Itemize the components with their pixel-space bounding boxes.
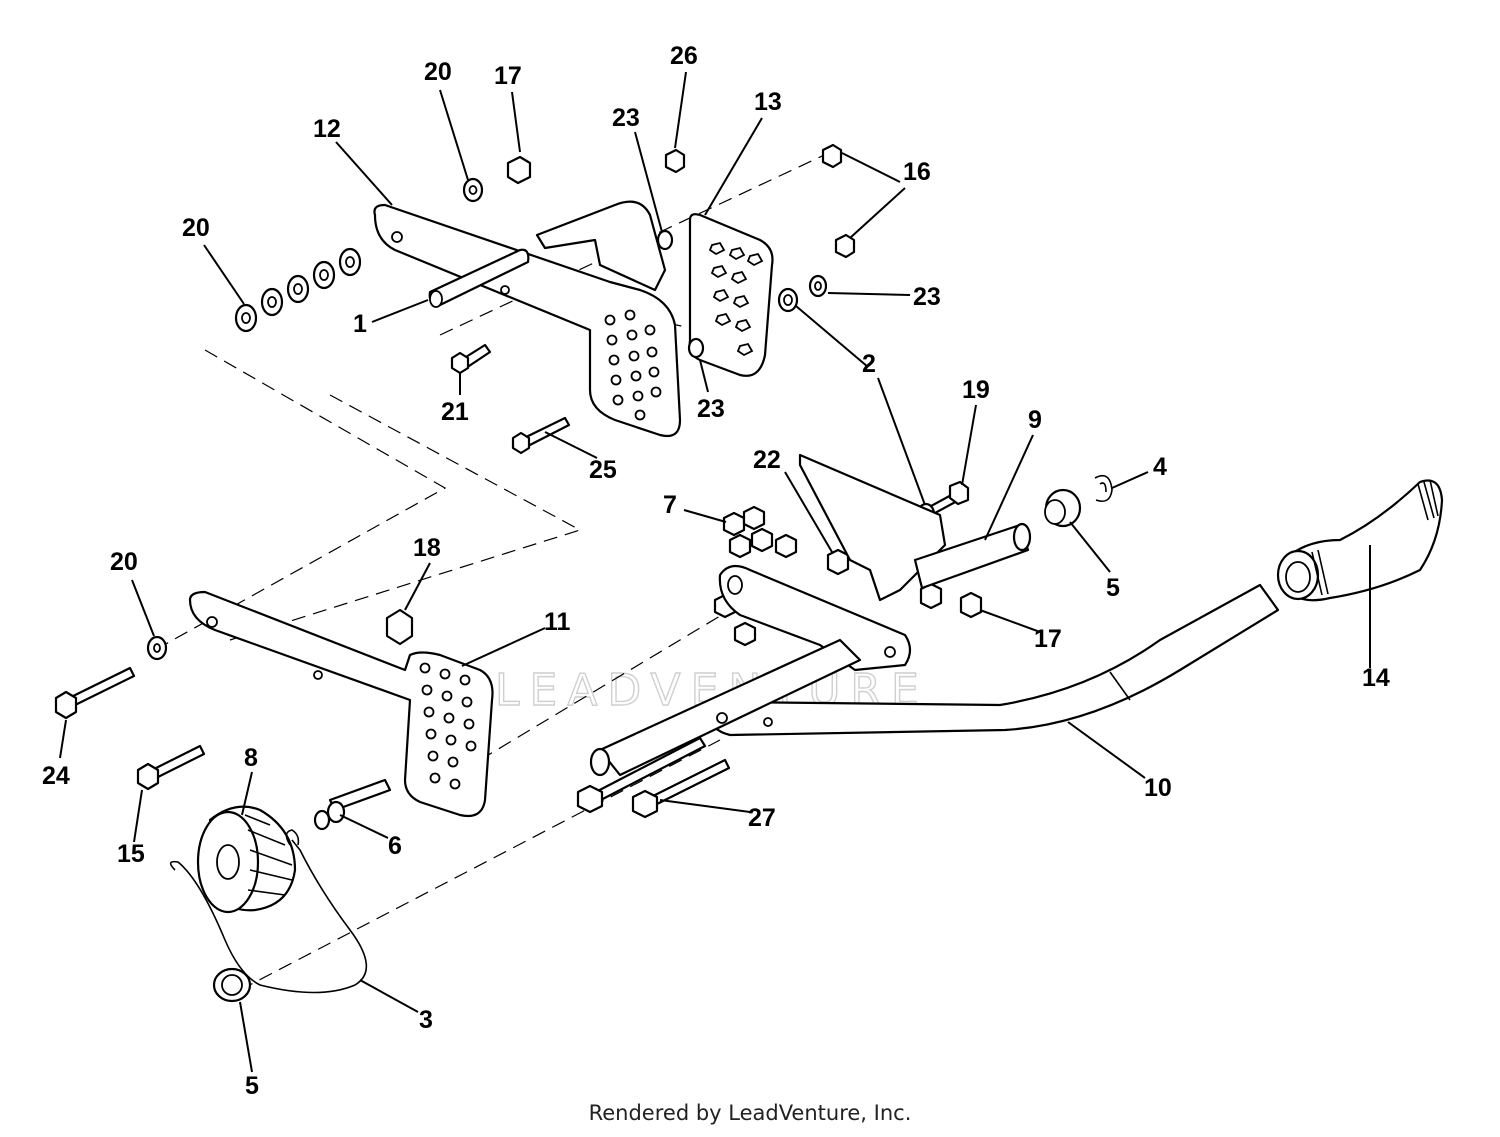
part-14-grip (1276, 479, 1444, 602)
part-8-knurled-knob (196, 805, 297, 914)
callout-7: 7 (663, 491, 677, 519)
leader-lines (59, 71, 1371, 1073)
callout-12: 12 (313, 115, 341, 143)
part-1-shaft (428, 248, 530, 308)
small-washers (146, 229, 828, 661)
upper-bracket (535, 200, 667, 292)
callout-2: 2 (862, 350, 876, 378)
callout-14: 14 (1362, 664, 1390, 692)
callout-18: 18 (413, 534, 441, 562)
footer-credit: Rendered by LeadVenture, Inc. (588, 1101, 912, 1125)
callout-6: 6 (388, 832, 402, 860)
part-9-shaft-hub (798, 453, 1032, 602)
part-10-handle-tube (589, 583, 1280, 777)
callout-20-top: 20 (424, 58, 452, 86)
pedal-holes-lower (419, 662, 477, 790)
callout-11: 11 (544, 608, 571, 636)
callout-23-right: 23 (913, 283, 941, 311)
part-13-pedal-plate (688, 213, 774, 377)
callout-5-bottom: 5 (245, 1072, 259, 1100)
nuts (385, 143, 983, 646)
callout-19: 19 (962, 376, 990, 404)
callout-22: 22 (753, 446, 781, 474)
bolts-upper (450, 343, 970, 526)
callout-25: 25 (589, 456, 617, 484)
callout-23-mid: 23 (697, 395, 725, 423)
pedal-holes-upper (604, 309, 662, 421)
callout-26: 26 (670, 42, 698, 70)
callout-13: 13 (754, 88, 782, 116)
part-3-lanyard (169, 829, 368, 994)
callout-20-lower: 20 (110, 548, 138, 576)
callout-labels: 12 20 17 20 1 23 26 13 16 23 2 21 23 25 … (42, 42, 1390, 1100)
callout-20-left: 20 (182, 214, 210, 242)
callout-24: 24 (42, 762, 70, 790)
callout-17-top: 17 (494, 62, 522, 90)
callout-3: 3 (419, 1006, 433, 1034)
callout-17-lower: 17 (1034, 625, 1062, 653)
part-11-lower-pedal-arm (188, 590, 494, 818)
callout-16: 16 (903, 158, 931, 186)
part-12-upper-pedal-arm (373, 203, 682, 438)
callout-5-right: 5 (1106, 574, 1120, 602)
washer-stack (234, 177, 484, 333)
callout-4: 4 (1153, 453, 1167, 481)
callout-15: 15 (117, 840, 145, 868)
callout-23-top: 23 (612, 104, 640, 132)
assembly-lines (154, 149, 836, 991)
callout-10: 10 (1144, 774, 1172, 802)
part-4-snap-ring (1094, 474, 1113, 503)
pedal-plate-hexes (708, 241, 764, 357)
part-5-bushings (212, 488, 1082, 1003)
bolts-27 (576, 736, 731, 819)
bolts-lower-left (54, 666, 206, 791)
callout-9: 9 (1028, 406, 1042, 434)
callout-27: 27 (748, 804, 776, 832)
callout-21: 21 (441, 398, 469, 426)
callout-8: 8 (244, 744, 258, 772)
part-6-pin (313, 778, 392, 831)
callout-1: 1 (353, 310, 367, 338)
